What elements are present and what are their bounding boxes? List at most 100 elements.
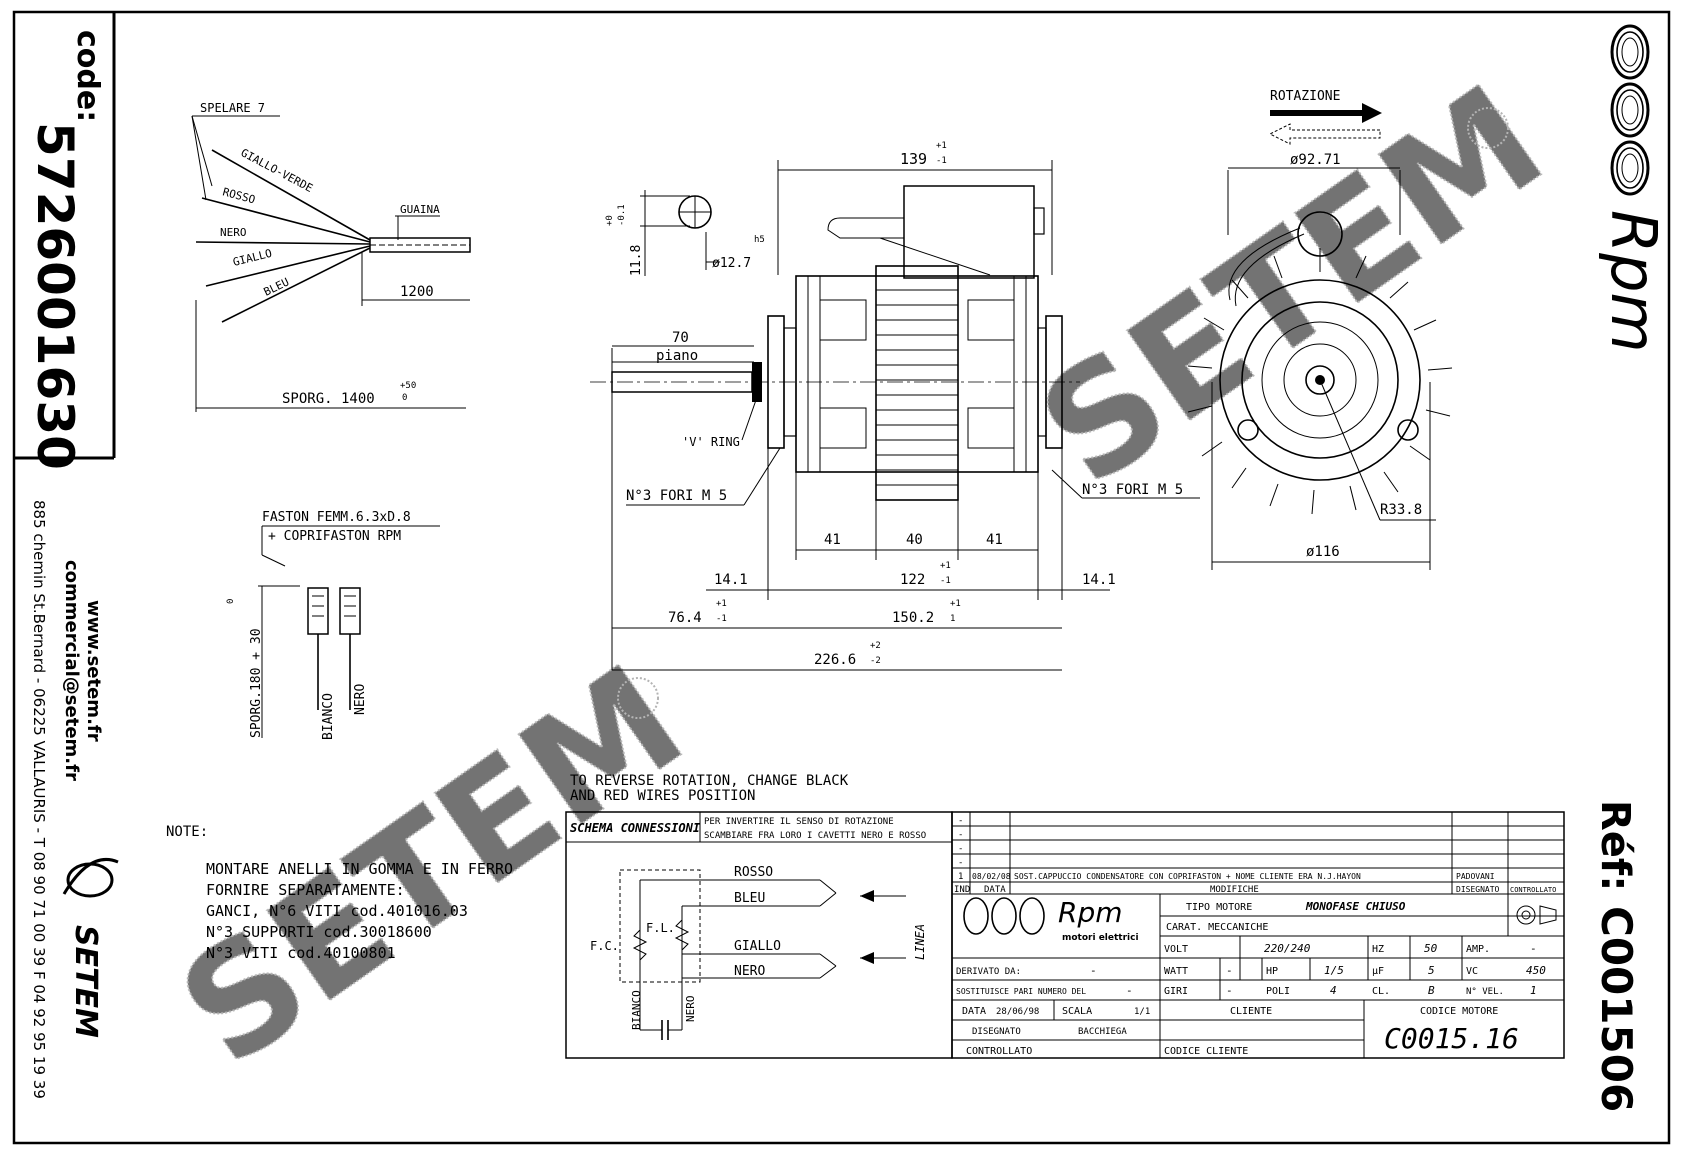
holes-left-label: N°3 FORI M 5 (626, 488, 727, 504)
dim-150-tol-a: +1 (950, 599, 961, 609)
wire-giallo (205, 245, 371, 287)
title-block-logo: Rpm motori elettrici (963, 896, 1139, 943)
derivato-label: DERIVATO DA: (956, 967, 1021, 977)
faston-connector-bianco (307, 587, 329, 635)
motor-end-view: ROTAZIONE ø92.71 ø116 (1187, 89, 1453, 570)
dim-14-right: 14.1 (1082, 572, 1116, 588)
schema-linea: LINEA (913, 924, 927, 960)
dim-122-tol-b: -1 (940, 576, 951, 586)
vc-value: 450 (1526, 964, 1546, 977)
rev-date: 08/02/08 (972, 872, 1011, 881)
note-line2: FORNIRE SEPARATAMENTE: (206, 881, 405, 899)
disegnato-label: DISEGNATO (972, 1027, 1021, 1037)
end-outer-housing (1219, 279, 1421, 481)
faston-subtitle: + COPRIFASTON RPM (268, 529, 401, 544)
hz-label: HZ (1372, 944, 1384, 955)
schema-frame (565, 811, 953, 1059)
faston-bianco-label: BIANCO (321, 693, 336, 740)
rev-dash-2: - (958, 830, 963, 840)
ref-label: Réf: (1592, 800, 1638, 891)
code-block: code: 5726001630 (26, 30, 105, 470)
dim-226-tol-b: -2 (870, 656, 881, 666)
total-tol-upper: +50 (400, 381, 416, 391)
dim-40: 40 (906, 532, 923, 548)
poli-label: POLI (1266, 986, 1290, 997)
faston-title: FASTON FEMM.6.3xD.8 (262, 510, 411, 525)
rev-dash-4: - (958, 858, 963, 868)
sostituisce-label: SOSTITUISCE PARI NUMERO DEL (956, 987, 1086, 996)
codice-motore-value: C0015.16 (1384, 1022, 1519, 1055)
shaft-tol-a: +0 (605, 215, 615, 226)
website-text: www.setem.fr (83, 600, 104, 742)
dim-76-tol-b: -1 (716, 614, 727, 624)
shaft-flat-dim: 11.8 (629, 245, 644, 276)
total-length: SPORG. 1400 (282, 391, 375, 407)
note-line1: MONTARE ANELLI IN GOMMA E IN FERRO (206, 860, 513, 878)
note-line3: GANCI, N°6 VITI cod.401016.03 (206, 902, 468, 920)
header-ind: IND (954, 885, 970, 895)
flat-note: piano (656, 348, 698, 364)
wire-giallo-verde (211, 149, 371, 241)
giri-value: - (1226, 984, 1233, 997)
watermark: SETEM SETEM (150, 52, 1574, 1100)
poli-value: 4 (1330, 984, 1337, 997)
shaft-tol-b: -0.1 (617, 204, 627, 226)
header-disegnato: DISEGNATO (1456, 885, 1500, 894)
nvel-value: 1 (1530, 984, 1537, 997)
amp-label: AMP. (1466, 944, 1490, 955)
code-value: 5726001630 (26, 122, 84, 470)
faston-connector-nero (339, 587, 361, 635)
setem-brand-text: SETEM (68, 925, 103, 1038)
carat-label: CARAT. MECCANICHE (1166, 922, 1268, 933)
holes-right-label: N°3 FORI M 5 (1082, 482, 1183, 498)
faston-nero-label: NERO (353, 684, 368, 715)
note-line5: N°3 VITI cod.40100801 (206, 944, 396, 962)
strip-length-label: SPELARE 7 (200, 101, 265, 115)
motor-stator (875, 265, 959, 501)
capacitor (903, 185, 1035, 279)
title-block-logo-text: Rpm (1058, 896, 1123, 929)
dim-139-tol-b: -1 (936, 156, 947, 166)
wire-giallo-label: GIALLO (232, 247, 274, 269)
dim-92: ø92.71 (1290, 152, 1341, 168)
rev-number: 1 (958, 872, 963, 882)
sheath-length: 1200 (400, 284, 434, 300)
hp-label: HP (1266, 966, 1278, 977)
hz-value: 50 (1424, 942, 1438, 955)
controllato-label: CONTROLLATO (966, 1046, 1032, 1057)
company-contact: www.setem.fr commercial@setem.fr 885 che… (30, 500, 119, 1099)
wire-rosso (201, 197, 371, 243)
data-label: DATA (962, 1006, 986, 1017)
wire-rosso-label: ROSSO (221, 185, 256, 206)
dim-41-right: 41 (986, 532, 1003, 548)
derivato-value: - (1090, 964, 1097, 977)
dim-116: ø116 (1306, 544, 1340, 560)
hp-value: 1/5 (1324, 964, 1344, 977)
schema-nero-vertical: NERO (684, 996, 697, 1023)
disegnato-value: BACCHIEGA (1078, 1027, 1127, 1037)
schema-rosso: ROSSO (734, 865, 773, 880)
sheet-border (12, 10, 1671, 1145)
codice-cliente-label: CODICE CLIENTE (1164, 1046, 1248, 1057)
email-text: commercial@setem.fr (61, 560, 82, 781)
volt-label: VOLT (1164, 944, 1188, 955)
projection-symbol-icon (1516, 905, 1557, 925)
dim-122-tol-a: +1 (940, 561, 951, 571)
dim-76-tol-a: +1 (716, 599, 727, 609)
fc-winding (632, 929, 648, 961)
dim-41-left: 41 (824, 532, 841, 548)
scala-label: SCALA (1062, 1006, 1092, 1017)
v-ring-label: 'V' RING (682, 435, 740, 449)
schema-fc: F.C. (590, 939, 619, 953)
rev-dash-1: - (958, 816, 963, 826)
notes-block: NOTE: MONTARE ANELLI IN GOMMA E IN FERRO… (166, 824, 513, 962)
ref-value: C001506 (1592, 906, 1641, 1112)
dim-r33: R33.8 (1380, 502, 1422, 518)
shaft-fit: h5 (754, 235, 765, 245)
sostituisce-value: - (1126, 984, 1133, 997)
codice-motore-label: CODICE MOTORE (1420, 1006, 1498, 1017)
dim-226: 226.6 (814, 652, 856, 668)
watermark-text-upper: SETEM (1011, 53, 1573, 519)
cable-detail: SPELARE 7 GIALLO-VERDE ROSSO NERO GIALLO… (191, 101, 471, 412)
dim-226-tol-a: +2 (870, 641, 881, 651)
